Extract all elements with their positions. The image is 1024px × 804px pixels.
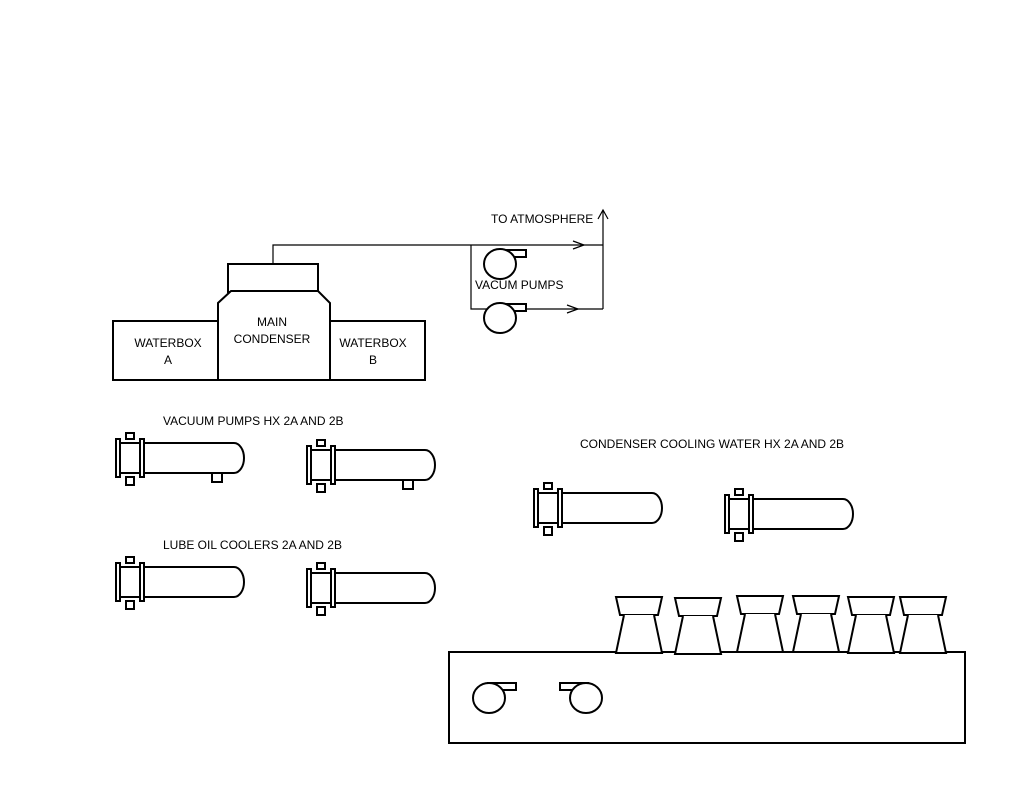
cooling-tower-fan-2 (674, 597, 722, 655)
pump-bypass-line (470, 245, 603, 310)
vacuum-pump-hx-2a (115, 432, 245, 486)
condenser-off-gas-line (272, 244, 603, 264)
vacuum-pump-2 (483, 302, 527, 334)
main-condenser-label: MAIN (257, 315, 287, 329)
arrow-right-icon (566, 304, 580, 314)
cooling-tower-fan-6 (899, 596, 947, 654)
condenser-cooling-water-hx-label: CONDENSER COOLING WATER HX 2A AND 2B (580, 437, 844, 451)
vacuum-pump-hx-2b (306, 439, 436, 493)
waterbox-b (328, 320, 426, 381)
cooling-tower-fan-4 (792, 595, 840, 653)
arrow-right-icon (572, 240, 586, 250)
circulating-water-pump-1 (472, 682, 517, 714)
waterbox-a-letter: A (164, 353, 172, 367)
to-atmosphere-label: TO ATMOSPHERE (491, 212, 593, 226)
waterbox-b-label: WATERBOX (339, 336, 406, 350)
arrow-up-icon (597, 208, 609, 220)
main-condenser-label-2: CONDENSER (234, 332, 311, 346)
waterbox-b-letter: B (369, 353, 377, 367)
condenser-cooling-water-hx-2b (724, 488, 854, 542)
condenser-cooling-water-hx-2a (533, 482, 663, 536)
cooling-tower-fan-5 (847, 596, 895, 654)
waterbox-a-label: WATERBOX (134, 336, 201, 350)
cooling-tower-fan-3 (736, 595, 784, 653)
lube-oil-cooler-2b (306, 562, 436, 616)
vacuum-pumps-hx-label: VACUUM PUMPS HX 2A AND 2B (163, 414, 344, 428)
circulating-water-pump-2 (559, 682, 603, 714)
waterbox-a (112, 320, 220, 381)
cooling-tower-basin (448, 651, 966, 744)
lube-oil-cooler-2a (115, 556, 245, 610)
lube-oil-coolers-label: LUBE OIL COOLERS 2A AND 2B (163, 538, 342, 552)
cooling-tower-fan-1 (615, 596, 663, 654)
condenser-hood (227, 263, 319, 293)
vacuum-pump-1 (483, 248, 527, 280)
vacuum-pumps-label: VACUM PUMPS (475, 278, 563, 292)
main-condenser (217, 290, 331, 381)
